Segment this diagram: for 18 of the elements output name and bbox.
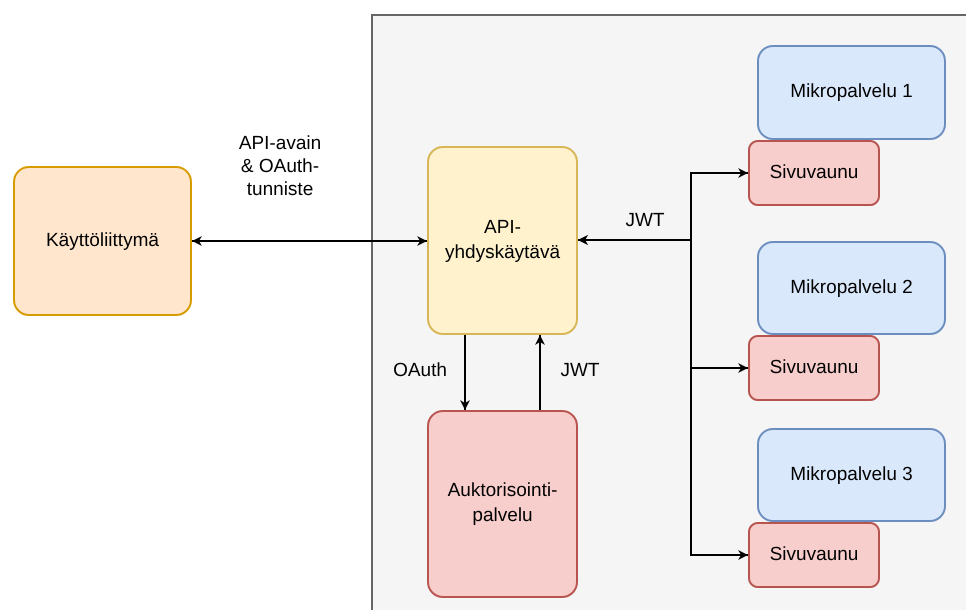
- sidecar-box: Sivuvaunu: [748, 522, 880, 588]
- arrow: [192, 236, 427, 246]
- gateway-box: API- yhdyskäytävä: [427, 146, 578, 335]
- edge-label: JWT: [624, 210, 666, 233]
- edge-label: API-avain & OAuth- tunniste: [238, 133, 322, 202]
- arrow: [578, 235, 748, 560]
- arrow: [460, 335, 470, 410]
- arrow: [535, 335, 545, 410]
- sidecar-box: Sivuvaunu: [748, 335, 880, 401]
- edge-label: JWT: [559, 360, 601, 383]
- microservice-box: Mikropalvelu 2: [757, 241, 946, 335]
- edge-label: OAuth: [392, 360, 448, 383]
- microservice-box: Mikropalvelu 3: [757, 428, 946, 522]
- container-panel: [371, 14, 966, 610]
- ui-box: Käyttöliittymä: [13, 166, 192, 316]
- microservice-box: Mikropalvelu 1: [757, 45, 946, 140]
- auth-service-box: Auktorisointi- palvelu: [427, 410, 578, 598]
- sidecar-box: Sivuvaunu: [748, 140, 880, 206]
